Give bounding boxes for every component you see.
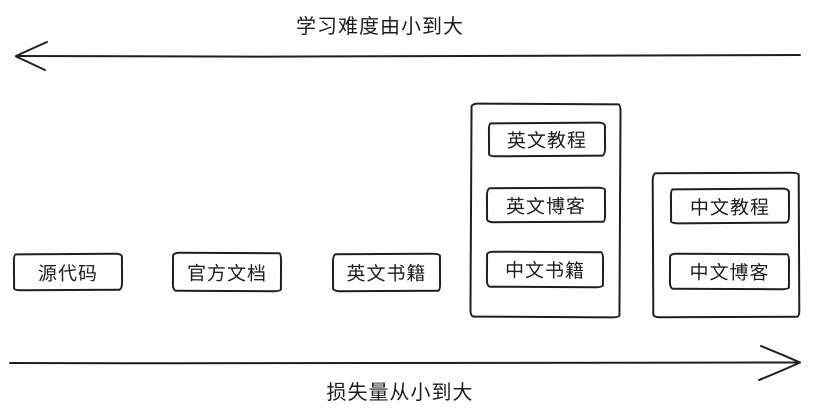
box-english-blog: 英文博客	[485, 186, 607, 224]
box-english-books-label: 英文书籍	[346, 263, 427, 286]
box-chinese-blog-label: 中文博客	[689, 262, 770, 285]
top-axis-label: 学习难度由小到大	[296, 16, 464, 38]
box-chinese-book-label: 中文书籍	[504, 260, 586, 283]
box-chinese-book: 中文书籍	[485, 250, 605, 289]
bottom-axis-label: 损失量从小到大	[326, 382, 474, 404]
box-english-books: 英文书籍	[331, 252, 442, 293]
box-english-tutorial-label: 英文教程	[506, 130, 588, 153]
box-official-docs: 官方文档	[171, 251, 283, 293]
box-english-blog-label: 英文博客	[505, 196, 587, 218]
box-chinese-tutorial-label: 中文教程	[689, 197, 771, 219]
box-english-tutorial: 英文教程	[487, 121, 607, 158]
arrow-right-icon	[9, 345, 801, 381]
box-source-code-label: 源代码	[37, 263, 99, 285]
arrow-left-icon	[15, 41, 801, 71]
box-source-code: 源代码	[12, 252, 124, 292]
box-official-docs-label: 官方文档	[186, 263, 268, 285]
box-chinese-tutorial: 中文教程	[669, 187, 791, 225]
box-chinese-blog: 中文博客	[668, 252, 791, 291]
